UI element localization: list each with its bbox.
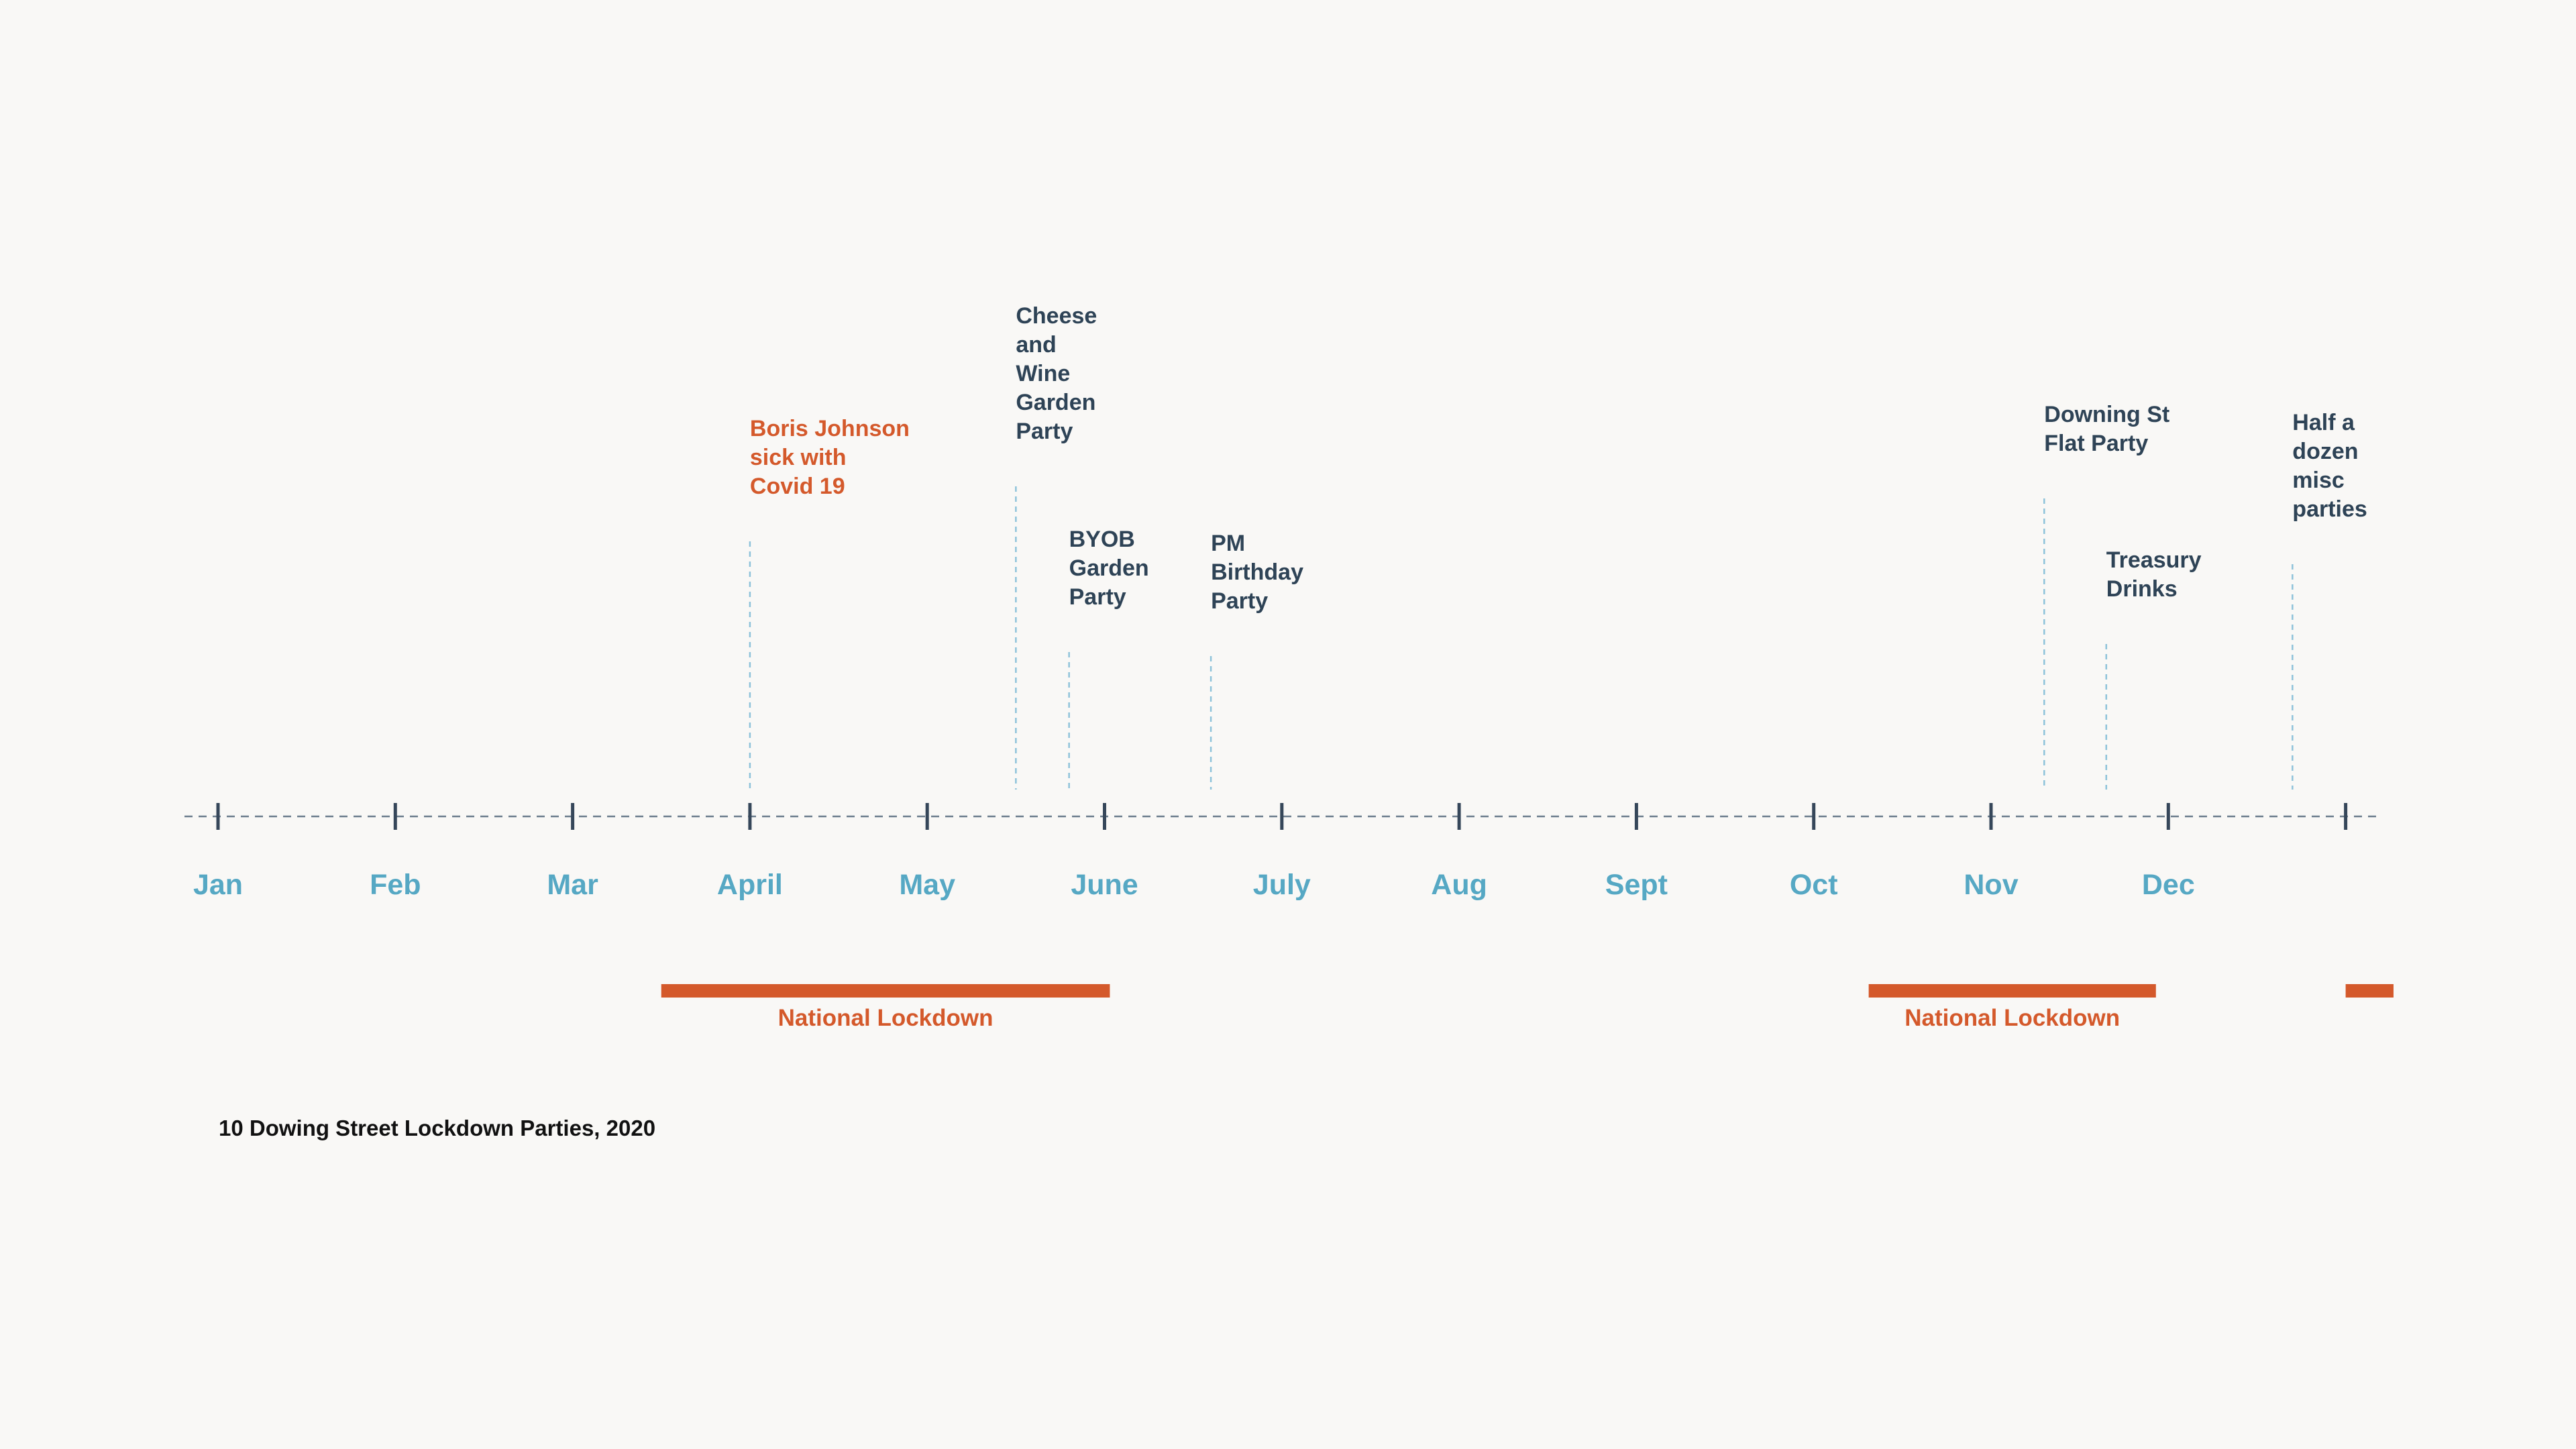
month-label: Aug	[1431, 869, 1487, 901]
event-label: PM Birthday Party	[1211, 531, 1303, 614]
month-label: Jan	[193, 869, 244, 901]
month-label: July	[1252, 869, 1311, 901]
event-label: Treasury Drinks	[2106, 547, 2202, 602]
month-label: April	[716, 869, 783, 901]
event-label: BYOB Garden Party	[1069, 527, 1149, 610]
lockdown-label: National Lockdown	[777, 1005, 994, 1031]
month-label: Dec	[2141, 869, 2195, 901]
month-label: Feb	[370, 869, 421, 901]
event-label: Half a dozen misc parties	[2292, 410, 2367, 522]
event-label: Boris Johnson sick with Covid 19	[749, 416, 910, 499]
month-label: Oct	[1789, 869, 1838, 901]
month-label: June	[1071, 869, 1138, 901]
lockdown-bar	[661, 984, 1110, 998]
month-label: Nov	[1964, 869, 2019, 901]
lockdown-label: National Lockdown	[1904, 1005, 2121, 1031]
figure-caption: 10 Dowing Street Lockdown Parties, 2020	[219, 1116, 656, 1140]
lockdown-bar	[1868, 984, 2156, 998]
month-label: Sept	[1605, 869, 1668, 901]
month-label: Mar	[547, 869, 598, 901]
lockdown-bar	[2345, 984, 2394, 998]
event-label: Cheese and Wine Garden Party	[1016, 303, 1097, 444]
month-label: May	[899, 869, 956, 901]
event-label: Downing St Flat Party	[2044, 402, 2170, 456]
